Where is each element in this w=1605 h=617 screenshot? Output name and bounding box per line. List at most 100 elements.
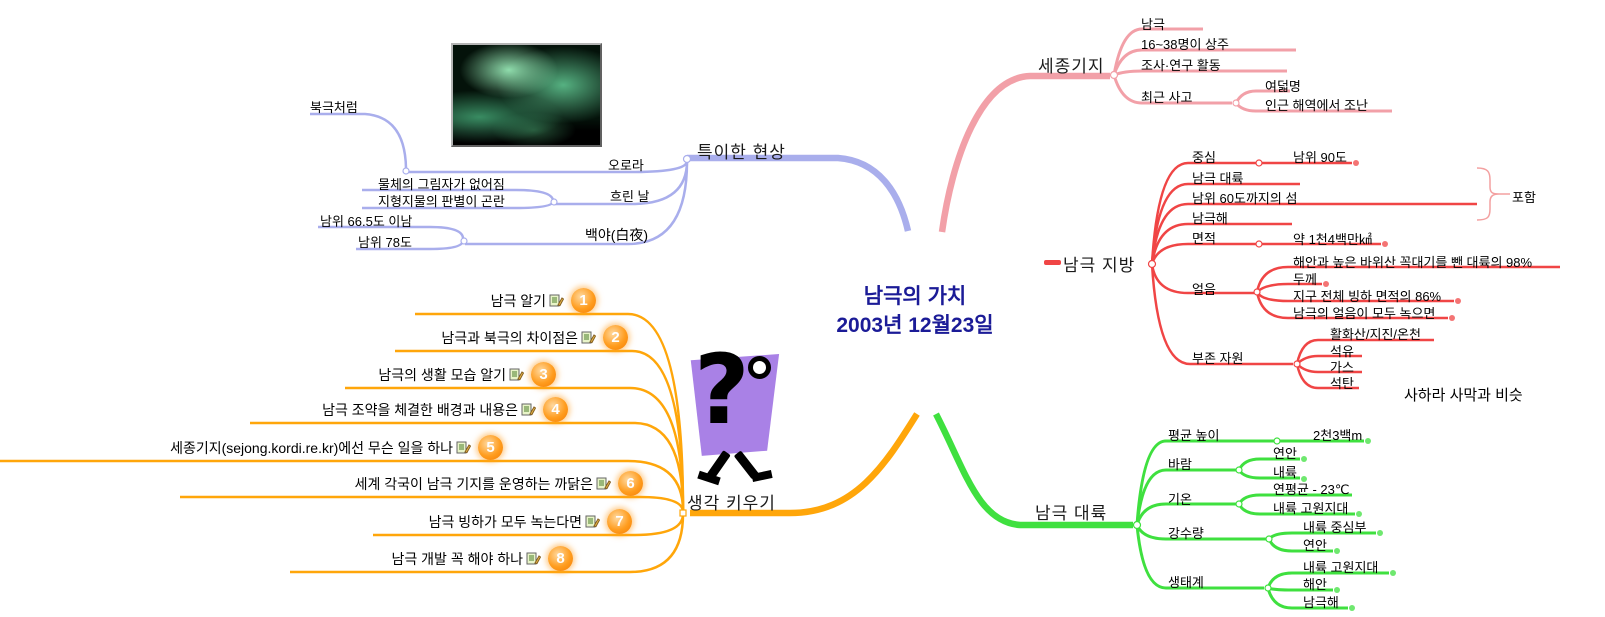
ice-child-3[interactable]: 지구 전체 빙하 면적의 86% — [1293, 289, 1442, 304]
sejong-child-1[interactable]: 남극 — [1141, 17, 1165, 32]
think-item-label: 남극 개발 꼭 해야 하나 — [391, 550, 523, 567]
floating-note[interactable]: 사하라 사막과 비슷 — [1404, 387, 1523, 404]
think-item-label: 남극 빙하가 모두 녹는다면 — [428, 513, 582, 530]
note-icon[interactable] — [526, 551, 541, 566]
includes-note: 포함 — [1512, 190, 1536, 205]
includes-brace — [1476, 167, 1510, 221]
cloudy-child-1[interactable]: 물체의 그림자가 없어짐 — [378, 177, 505, 192]
central-topic-date: 2003년 12월23일 — [836, 314, 994, 338]
note-icon[interactable] — [596, 476, 611, 491]
ice-child-4[interactable]: 남극의 얼음이 모두 녹으면 — [1293, 306, 1436, 321]
think-item-4[interactable]: 남극 조약을 체결한 배경과 내용은 4 — [322, 397, 568, 422]
think-item-2[interactable]: 남극과 북극의 차이점은 2 — [441, 325, 628, 350]
central-topic[interactable]: 남극의 가치 2003년 12월23일 — [780, 282, 1050, 341]
aurora-child-label[interactable]: 북극처럼 — [310, 100, 358, 115]
accident-child-1[interactable]: 여덟명 — [1265, 79, 1301, 94]
branch-phenomena-label[interactable]: 특이한 현상 — [697, 143, 786, 162]
think-item-6[interactable]: 세계 각국이 남극 기지를 운영하는 까닭은 6 — [355, 471, 643, 496]
think-item-1[interactable]: 남극 알기 1 — [491, 288, 596, 313]
region-branch-lines — [1044, 159, 1560, 390]
aurora-label[interactable]: 오로라 — [608, 158, 644, 173]
sejong-child-3[interactable]: 조사·연구 활동 — [1141, 58, 1221, 73]
think-item-label: 남극 조약을 체결한 배경과 내용은 — [322, 401, 518, 418]
think-item-label: 세계 각국이 남극 기지를 운영하는 까닭은 — [354, 475, 593, 492]
ice-child-2[interactable]: 두께 — [1293, 272, 1317, 287]
item-number-badge: 2 — [603, 325, 628, 350]
cloudy-child-2[interactable]: 지형지물의 판별이 곤란 — [378, 194, 505, 209]
accident-child-2[interactable]: 인근 해역에서 조난 — [1265, 98, 1368, 113]
eco-child-2[interactable]: 해안 — [1303, 577, 1327, 592]
region-area-value[interactable]: 약 1천4백만㎢ — [1293, 232, 1372, 247]
note-icon[interactable] — [549, 293, 564, 308]
region-include-2[interactable]: 남위 60도까지의 섬 — [1192, 191, 1298, 206]
continent-temp-label[interactable]: 기온 — [1168, 492, 1192, 507]
region-dash — [1044, 260, 1061, 265]
continent-branch-lines — [933, 412, 1396, 611]
central-topic-title: 남극의 가치 — [863, 285, 967, 308]
branch-continent-label[interactable]: 남극 대륙 — [1035, 504, 1108, 523]
continent-wind-label[interactable]: 바람 — [1168, 457, 1192, 472]
region-include-3[interactable]: 남극해 — [1192, 211, 1228, 226]
eco-child-3[interactable]: 남극해 — [1303, 595, 1339, 610]
think-item-5[interactable]: 세종기지(sejong.kordi.re.kr)에선 무슨 일을 하나 5 — [170, 435, 503, 460]
ice-child-1[interactable]: 해안과 높은 바위산 꼭대기를 뺀 대륙의 98% — [1293, 255, 1533, 270]
item-number-badge: 1 — [571, 288, 596, 313]
think-item-label: 남극과 북극의 차이점은 — [441, 329, 578, 346]
think-item-label: 남극 알기 — [490, 292, 546, 309]
think-item-label: 세종기지(sejong.kordi.re.kr)에선 무슨 일을 하나 — [170, 439, 453, 456]
continent-eco-label[interactable]: 생태계 — [1168, 575, 1204, 590]
note-icon[interactable] — [509, 367, 524, 382]
resource-child-3[interactable]: 가스 — [1330, 360, 1354, 375]
temp-child-1[interactable]: 연평균 - 23℃ — [1273, 482, 1350, 497]
whitenight-label[interactable]: 백야(白夜) — [585, 227, 649, 243]
item-number-badge: 4 — [543, 397, 568, 422]
region-center-label[interactable]: 중심 — [1192, 150, 1216, 165]
question-mark-clipart: ? — [686, 334, 782, 486]
think-item-8[interactable]: 남극 개발 꼭 해야 하나 8 — [392, 546, 573, 571]
aurora-photo — [451, 43, 602, 147]
continent-height-label[interactable]: 평균 높이 — [1168, 428, 1220, 443]
sejong-child-2[interactable]: 16~38명이 상주 — [1141, 37, 1229, 52]
note-icon[interactable] — [581, 330, 596, 345]
cloudy-label[interactable]: 흐린 날 — [610, 189, 650, 204]
wind-child-1[interactable]: 연안 — [1273, 446, 1297, 461]
phenomena-branch-lines — [310, 112, 912, 251]
note-icon[interactable] — [521, 402, 536, 417]
region-resources-label[interactable]: 부존 자원 — [1192, 351, 1244, 366]
whitenight-child-2[interactable]: 남위 78도 — [358, 235, 412, 250]
continent-precip-label[interactable]: 강수량 — [1168, 526, 1204, 541]
question-mark: ? — [694, 334, 750, 446]
precip-child-1[interactable]: 내륙 중심부 — [1303, 520, 1367, 535]
branch-think-label[interactable]: 생각 키우기 — [687, 494, 776, 513]
note-icon[interactable] — [585, 514, 600, 529]
whitenight-child-1[interactable]: 남위 66.5도 이남 — [320, 214, 413, 229]
think-item-3[interactable]: 남극의 생활 모습 알기 3 — [378, 362, 556, 387]
item-number-badge: 8 — [548, 546, 573, 571]
resource-child-4[interactable]: 석탄 — [1330, 376, 1354, 391]
region-ice-label[interactable]: 얼음 — [1192, 282, 1216, 297]
item-number-badge: 7 — [607, 509, 632, 534]
item-number-badge: 6 — [618, 471, 643, 496]
think-branch-lines — [0, 312, 920, 574]
resource-child-2[interactable]: 석유 — [1330, 344, 1354, 359]
wind-child-2[interactable]: 내륙 — [1273, 465, 1297, 480]
region-include-1[interactable]: 남극 대륙 — [1192, 171, 1244, 186]
continent-height-value[interactable]: 2천3백m — [1313, 428, 1363, 443]
branch-sejong-label[interactable]: 세종기지 — [1038, 57, 1105, 76]
think-item-label: 남극의 생활 모습 알기 — [378, 366, 506, 383]
precip-child-2[interactable]: 연안 — [1303, 538, 1327, 553]
think-item-7[interactable]: 남극 빙하가 모두 녹는다면 7 — [429, 509, 632, 534]
sejong-child-4[interactable]: 최근 사고 — [1141, 90, 1193, 105]
figure-eye — [748, 356, 771, 379]
note-icon[interactable] — [456, 440, 471, 455]
region-area-label[interactable]: 면적 — [1192, 231, 1216, 246]
region-center-value[interactable]: 남위 90도 — [1293, 150, 1347, 165]
item-number-badge: 3 — [531, 362, 556, 387]
eco-child-1[interactable]: 내륙 고원지대 — [1303, 560, 1379, 575]
sejong-branch-lines — [938, 27, 1510, 233]
temp-child-2[interactable]: 내륙 고원지대 — [1273, 501, 1349, 516]
branch-region-label[interactable]: 남극 지방 — [1063, 256, 1136, 275]
resource-child-1[interactable]: 활화산/지진/온천 — [1330, 327, 1421, 342]
